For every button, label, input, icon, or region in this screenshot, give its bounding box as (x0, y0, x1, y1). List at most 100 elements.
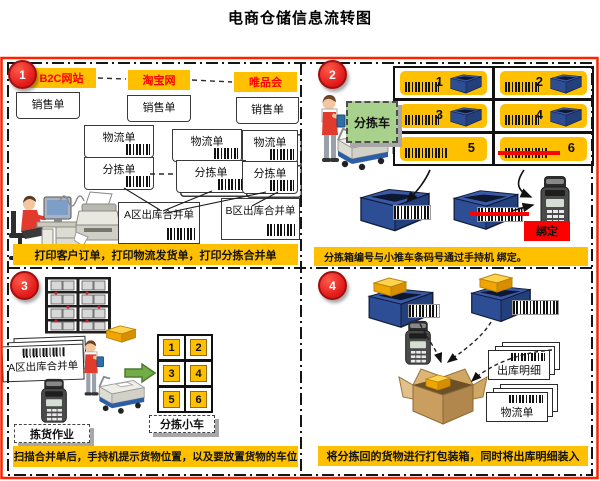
caption-q4: 将分拣回的货物进行打包装箱，同时将出库明细装入 (318, 446, 588, 466)
bind-label: 绑定 (524, 221, 570, 241)
doc-label: 物流单 (500, 407, 534, 419)
paper-sheet: A区出库合并单 (1, 343, 85, 383)
paper-sheet: 出库明细 (488, 350, 550, 380)
merge-order-a-doc: A区出库合并单 (118, 202, 200, 244)
goods-box-icon (478, 272, 514, 293)
sorting-cart-label: 分拣车 (346, 101, 398, 143)
slot-card: 3 (400, 104, 487, 128)
barcode (512, 300, 559, 315)
barcode (505, 82, 539, 92)
caption-q1: 打印客户订单，打印物流发货单，打印分拣合并单 (13, 244, 298, 265)
barcode (267, 224, 295, 236)
bin-icon (447, 71, 485, 95)
slot-card: 1 (400, 71, 487, 95)
handheld-scanner-icon (540, 174, 570, 228)
channel-vip: 唯品会 (234, 72, 297, 92)
doc-label: 物流单 (102, 132, 136, 144)
slot-card: 4 (500, 104, 587, 128)
slot-number: 1 (435, 74, 443, 89)
merge-order-b-doc: B区出库合并单 (221, 198, 300, 240)
open-carton-box-icon (398, 364, 488, 426)
doc-label: 销售单 (31, 99, 65, 111)
step-badge-2: 2 (318, 60, 347, 89)
caption-q2: 分拣箱编号与小推车条码号通过手持机 绑定。 (314, 247, 588, 266)
handheld-scanner-icon (404, 320, 432, 366)
cart-slot-cell: 6 (184, 386, 213, 413)
sort-slot-cell: 5 (393, 132, 494, 166)
slot-number: 6 (567, 140, 575, 155)
cart-slot-cell: 3 (157, 360, 186, 387)
barcode (393, 205, 431, 220)
doc-label: 销售单 (251, 104, 284, 116)
sorting-trolley-label: 分拣小车 (149, 415, 215, 433)
doc-label: 分拣单 (253, 168, 287, 180)
sort-slot-cell: 2 (493, 66, 594, 100)
doc-label: 分拣单 (194, 167, 228, 179)
bin-icon (447, 104, 485, 128)
logistics-order-doc: 物流单 (84, 125, 154, 158)
sorting-order-doc: 分拣单 (242, 161, 298, 194)
outbound-detail-paper-stack: 出库明细 (488, 342, 564, 386)
barcode (405, 148, 447, 158)
printer-icon (74, 190, 122, 248)
barcode (270, 180, 294, 191)
sales-order-doc: 销售单 (127, 95, 191, 122)
barcode (408, 304, 440, 318)
slot-number: 1 (163, 339, 180, 356)
barcode (511, 353, 545, 361)
red-strike-line (469, 212, 529, 216)
cart-slot-cell: 2 (184, 334, 213, 361)
bin-icon (547, 71, 585, 95)
slot-number: 2 (535, 74, 543, 89)
step-badge-3: 3 (10, 271, 39, 300)
slot-card: 2 (500, 71, 587, 95)
green-arrow-icon (124, 362, 156, 384)
cart-slot-cell: 4 (184, 360, 213, 387)
barcode (167, 228, 195, 240)
red-strike-line (498, 151, 560, 155)
doc-label: 物流单 (253, 137, 287, 149)
barcode (22, 347, 65, 358)
channel-taobao: 淘宝网 (128, 70, 190, 90)
barcode (505, 115, 539, 125)
doc-label: 出库明细 (497, 365, 541, 377)
slot-number: 6 (190, 391, 207, 408)
slot-number: 2 (190, 339, 207, 356)
barcode (218, 179, 242, 190)
barcode (270, 149, 294, 160)
slot-number: 5 (163, 391, 180, 408)
doc-label: 物流单 (190, 136, 224, 148)
barcode (405, 115, 439, 125)
page-title: 电商仓储信息流转图 (227, 10, 372, 27)
sort-slot-cell: 4 (493, 99, 594, 133)
doc-label: A区出库合并单 (123, 209, 194, 221)
slot-card: 5 (400, 137, 487, 161)
barcode (405, 82, 439, 92)
sort-slot-cell: 3 (393, 99, 494, 133)
step-badge-1: 1 (8, 60, 37, 89)
goods-box-icon (104, 324, 138, 343)
barcode (214, 148, 238, 159)
picking-task-label: 拣货作业 (14, 424, 90, 443)
slot-card: 6 (498, 137, 587, 161)
sorting-order-doc: 分拣单 (176, 160, 246, 193)
doc-label: A区出库合并单 (7, 359, 79, 375)
doc-label: 销售单 (142, 102, 176, 114)
slot-number: 3 (435, 107, 443, 122)
logistics-order-doc: 物流单 (172, 129, 242, 162)
warehouse-racks-icon (44, 276, 112, 334)
slot-number: 3 (163, 365, 180, 382)
barcode (126, 144, 150, 155)
sort-slot-cell: 1 (393, 66, 494, 100)
logistics-order-paper-stack: 物流单 (486, 384, 562, 428)
sort-slot-cell: 6 (493, 132, 594, 166)
sales-order-doc: 销售单 (236, 97, 299, 124)
caption-q3: 扫描合并单后，手持机提示货物位置，以及要放置货物的车位 (13, 446, 298, 467)
doc-label: 分拣单 (102, 164, 136, 176)
step-badge-4: 4 (318, 271, 347, 300)
bin-icon (547, 104, 585, 128)
barcode (126, 176, 150, 187)
doc-label: B区出库合并单 (225, 205, 296, 217)
logistics-order-doc: 物流单 (242, 130, 298, 163)
